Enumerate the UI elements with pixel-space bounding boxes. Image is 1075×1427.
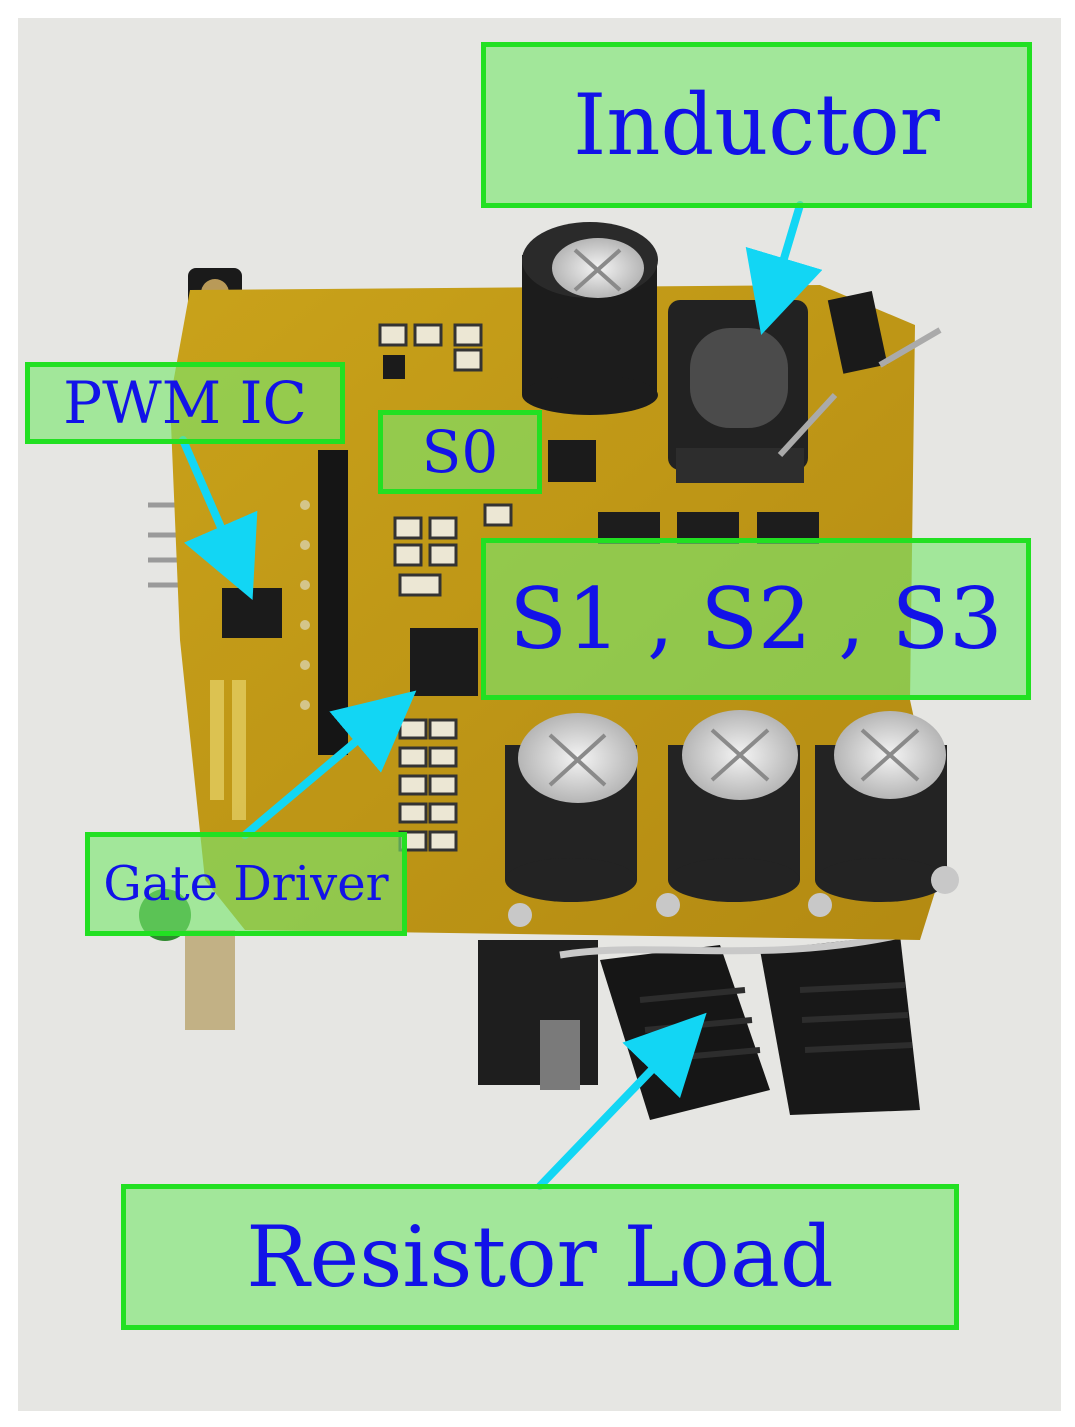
- connector-strip: [318, 450, 348, 755]
- callout-arrows: [179, 201, 823, 1190]
- standoff: [185, 930, 235, 1030]
- gate-driver-label: Gate Driver: [85, 832, 407, 936]
- gate-driver-label-text: Gate Driver: [103, 856, 389, 912]
- capacitor: [522, 222, 658, 415]
- gate-driver-chip: [410, 628, 478, 696]
- inductor-label: Inductor: [481, 42, 1032, 208]
- resistor-load-label-text: Resistor Load: [246, 1208, 834, 1306]
- switches-label-text: S1 , S2 , S3: [509, 570, 1003, 668]
- inductor-label-text: Inductor: [573, 76, 940, 174]
- s0-label-text: S0: [421, 418, 499, 486]
- capacitor: [505, 713, 638, 902]
- inductor-component: [668, 300, 808, 483]
- capacitor: [668, 710, 800, 902]
- pwm-ic-label: PWM IC: [25, 362, 345, 444]
- diode: [777, 291, 942, 458]
- resistor-load-label: Resistor Load: [121, 1184, 959, 1330]
- pwm-ic-label-text: PWM IC: [63, 369, 307, 437]
- heatsink-group: [478, 931, 920, 1120]
- switches-label: S1 , S2 , S3: [481, 538, 1031, 700]
- s0-label: S0: [378, 410, 542, 494]
- pwm-ic-chip: [222, 588, 282, 638]
- capacitor: [815, 711, 947, 902]
